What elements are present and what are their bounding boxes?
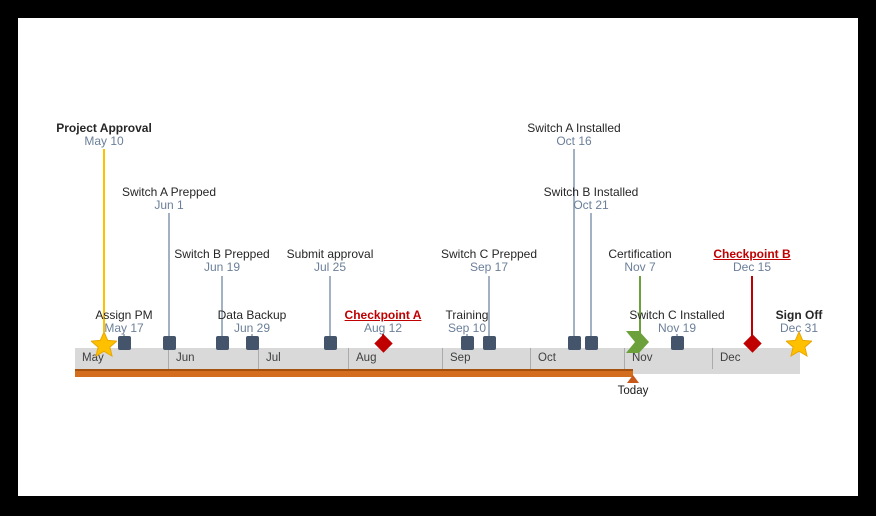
leader-line xyxy=(221,276,223,338)
milestone-date: Jun 1 xyxy=(154,198,184,212)
milestone-name: Certification xyxy=(608,247,672,261)
milestone-date: Dec 31 xyxy=(779,321,819,335)
milestone-marker-square xyxy=(117,336,131,350)
month-segment-jul: Jul xyxy=(258,348,348,369)
milestone-marker-star xyxy=(89,330,119,362)
milestone-date: Oct 21 xyxy=(573,198,609,212)
milestone-name: Data Backup xyxy=(217,308,287,322)
milestone-marker-square xyxy=(215,336,229,350)
today-label: Today xyxy=(617,385,649,397)
milestone-date: Jul 25 xyxy=(313,260,347,274)
leader-line xyxy=(751,276,753,337)
month-segment-dec: Dec xyxy=(712,348,800,369)
milestone-name: Checkpoint B xyxy=(713,247,791,261)
milestone-name: Training xyxy=(445,308,489,322)
milestone-marker-square xyxy=(584,336,598,350)
milestone-marker-star xyxy=(784,330,814,362)
milestone-marker-square xyxy=(482,336,496,350)
milestone-date: Oct 16 xyxy=(556,134,592,148)
month-label: Nov xyxy=(632,352,653,364)
month-label: Dec xyxy=(720,352,741,364)
milestone-marker-chevron xyxy=(626,331,651,358)
month-segment-aug: Aug xyxy=(348,348,442,369)
milestone-name: Sign Off xyxy=(775,308,823,322)
milestone-date: Nov 19 xyxy=(657,321,697,335)
milestone-name: Project Approval xyxy=(56,121,152,135)
month-segment-may: May xyxy=(75,348,168,369)
milestone-marker-square xyxy=(670,336,684,350)
milestone-marker-square xyxy=(567,336,581,350)
month-label: Jul xyxy=(266,352,281,364)
leader-line xyxy=(168,213,170,338)
leader-line xyxy=(639,276,641,333)
milestone-date: Sep 17 xyxy=(469,260,509,274)
month-label: Aug xyxy=(356,352,377,364)
milestone-date: May 10 xyxy=(84,134,124,148)
month-label: May xyxy=(82,352,104,364)
milestone-name: Assign PM xyxy=(95,308,153,322)
month-segment-oct: Oct xyxy=(530,348,624,369)
milestone-name: Switch C Installed xyxy=(629,308,725,322)
leader-line xyxy=(329,276,331,338)
month-label: Oct xyxy=(538,352,556,364)
milestone-date: Aug 12 xyxy=(363,321,403,335)
milestone-marker-square xyxy=(323,336,337,350)
milestone-marker-square xyxy=(162,336,176,350)
milestone-name: Switch B Installed xyxy=(543,185,639,199)
milestone-date: Jun 19 xyxy=(203,260,241,274)
milestone-marker-square xyxy=(460,336,474,350)
progress-bar xyxy=(75,369,633,377)
milestone-date: Dec 15 xyxy=(732,260,772,274)
month-label: Sep xyxy=(450,352,471,364)
month-segment-nov: Nov xyxy=(624,348,712,369)
month-label: Jun xyxy=(176,352,195,364)
milestone-marker-square xyxy=(245,336,259,350)
milestone-date: Nov 7 xyxy=(624,260,656,274)
milestone-date: May 17 xyxy=(104,321,144,335)
month-segment-jun: Jun xyxy=(168,348,258,369)
slide-background xyxy=(18,18,858,496)
milestone-date: Jun 29 xyxy=(233,321,271,335)
milestone-name: Switch A Installed xyxy=(527,121,621,135)
month-segment-sep: Sep xyxy=(442,348,530,369)
milestone-name: Switch C Prepped xyxy=(440,247,538,261)
leader-line xyxy=(590,213,592,338)
milestone-name: Switch A Prepped xyxy=(121,185,217,199)
milestone-name: Submit approval xyxy=(286,247,374,261)
leader-line xyxy=(573,149,575,338)
timeline-bar xyxy=(75,348,800,369)
milestone-date: Sep 10 xyxy=(447,321,487,335)
progress-bar-remaining xyxy=(633,369,800,374)
leader-line xyxy=(488,276,490,338)
milestone-name: Switch B Prepped xyxy=(174,247,270,261)
milestone-name: Checkpoint A xyxy=(344,308,422,322)
today-marker-icon xyxy=(627,375,639,383)
leader-line xyxy=(103,149,105,332)
